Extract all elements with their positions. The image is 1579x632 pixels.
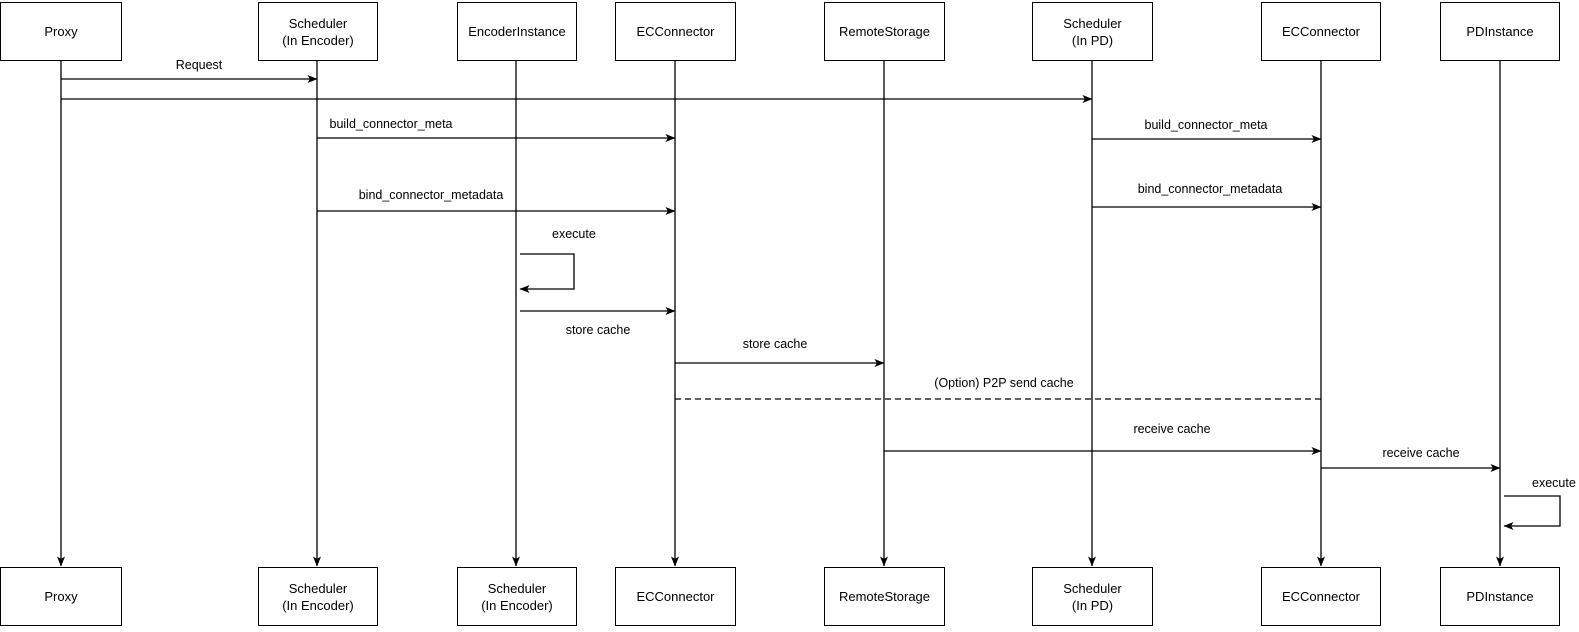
self-message-label-s2: execute <box>1532 476 1576 490</box>
participant-name: ECConnector <box>636 24 715 39</box>
participant-name: ECConnector <box>1281 589 1361 604</box>
participant-header-remotestorage: RemoteStorage <box>824 2 945 61</box>
participant-subname: (In Encoder) <box>481 597 553 613</box>
participant-footer-ecconnector_l_f: ECConnector <box>615 567 736 626</box>
self-message-loop-s1 <box>519 253 575 293</box>
participant-footer-pdinstance_f: PDInstance <box>1440 567 1560 626</box>
participant-footer-sched_enc_f: Scheduler(In Encoder) <box>258 567 378 626</box>
participant-footer-ecconnector_r_f: ECConnector <box>1261 567 1381 626</box>
participant-name: EncoderInstance <box>468 24 566 39</box>
participant-name: RemoteStorage <box>838 589 931 604</box>
participant-name: ECConnector <box>636 589 715 604</box>
message-label-m3: build_connector_meta <box>329 117 453 131</box>
participant-name: PDInstance <box>1466 589 1534 604</box>
participant-header-proxy: Proxy <box>0 2 122 61</box>
participant-header-pdinstance: PDInstance <box>1440 2 1560 61</box>
participant-name: Scheduler <box>1063 15 1122 31</box>
participant-footer-remotestorage_f: RemoteStorage <box>824 567 945 626</box>
self-message-loop-s2 <box>1503 495 1561 530</box>
participant-name: Proxy <box>44 24 78 39</box>
participant-header-sched_pd: Scheduler(In PD) <box>1032 2 1153 61</box>
self-messages-group <box>519 253 1561 530</box>
participant-name: ECConnector <box>1281 24 1361 39</box>
participant-name: Scheduler <box>288 580 348 596</box>
lifelines-group <box>57 61 1504 567</box>
participant-name: Proxy <box>44 589 78 604</box>
message-label-m10: receive cache <box>1133 422 1211 436</box>
message-label-m7: store cache <box>565 323 631 337</box>
message-label-m4: build_connector_meta <box>1144 118 1268 132</box>
message-label-m1: Request <box>175 58 223 72</box>
participant-name: PDInstance <box>1466 24 1534 39</box>
participant-name: Scheduler <box>1063 580 1122 596</box>
participant-header-ecconnector_r: ECConnector <box>1261 2 1381 61</box>
message-label-m8: store cache <box>742 337 808 351</box>
participant-subname: (In Encoder) <box>282 32 354 48</box>
participant-subname: (In Encoder) <box>282 597 354 613</box>
participant-footer-proxy_f: Proxy <box>0 567 122 626</box>
message-label-m6: bind_connector_metadata <box>1137 182 1283 196</box>
participant-name: RemoteStorage <box>838 24 931 39</box>
message-label-m9: (Option) P2P send cache <box>934 376 1074 390</box>
message-label-m5: bind_connector_metadata <box>358 188 504 202</box>
participant-footer-sched_enc_f2: Scheduler(In Encoder) <box>457 567 577 626</box>
self-message-label-s1: execute <box>552 227 596 241</box>
participant-name: Scheduler <box>487 580 547 596</box>
participant-header-sched_enc: Scheduler(In Encoder) <box>258 2 378 61</box>
participant-subname: (In PD) <box>1071 32 1114 48</box>
participant-header-encoder_inst: EncoderInstance <box>457 2 577 61</box>
participant-subname: (In PD) <box>1071 597 1114 613</box>
messages-group <box>61 75 1501 472</box>
message-label-m11: receive cache <box>1382 446 1460 460</box>
participant-header-ecconnector_l: ECConnector <box>615 2 736 61</box>
participant-footer-sched_pd_f: Scheduler(In PD) <box>1032 567 1153 626</box>
participant-name: Scheduler <box>288 15 348 31</box>
